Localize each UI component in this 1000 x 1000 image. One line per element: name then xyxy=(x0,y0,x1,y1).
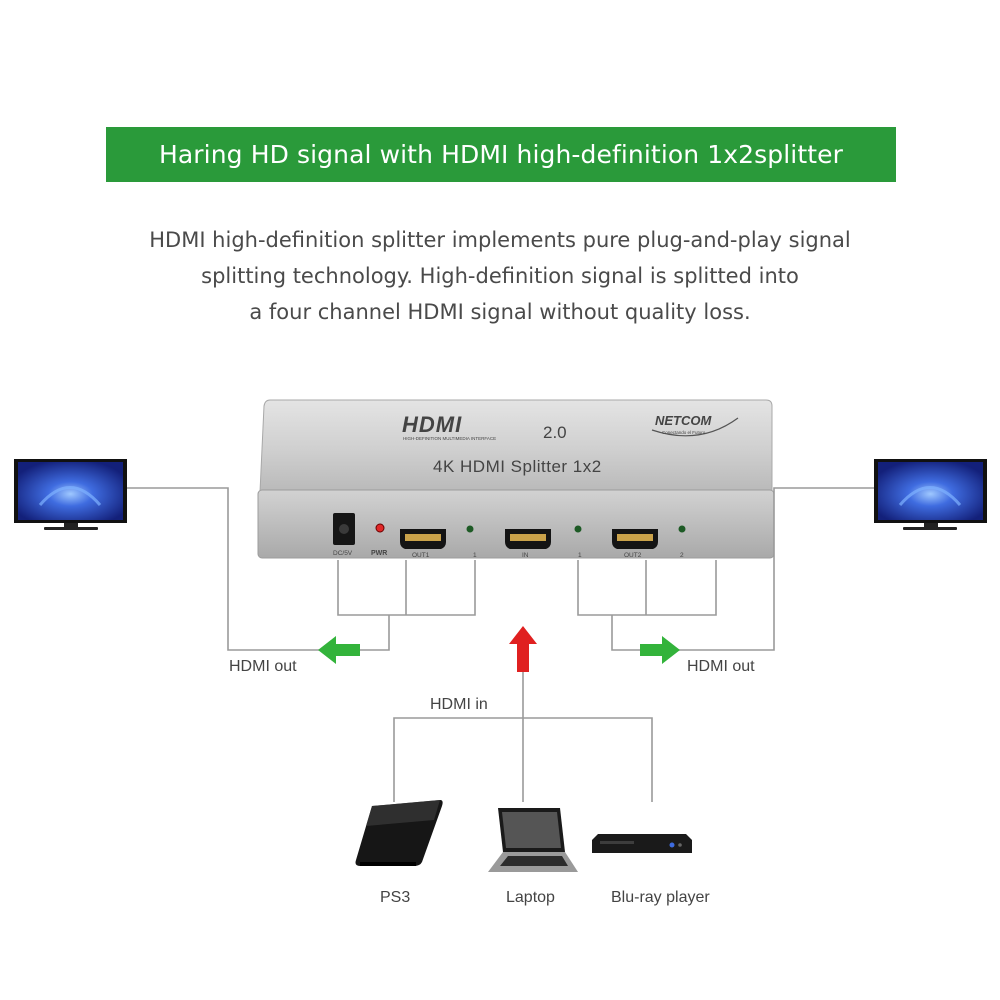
dc-label: DC/5V xyxy=(333,550,353,557)
description-line-1: HDMI high-definition splitter implements… xyxy=(149,228,851,252)
out2-led xyxy=(678,525,686,533)
out1-led xyxy=(466,525,474,533)
in-led xyxy=(574,525,582,533)
laptop-icon xyxy=(488,808,578,872)
in-label: IN xyxy=(522,552,529,559)
out2-label: OUT2 xyxy=(624,552,642,559)
power-led xyxy=(375,523,385,533)
out1-port xyxy=(400,529,446,549)
hdmi-logo-tagline: HIGH-DEFINITION MULTIMEDIA INTERFACE xyxy=(403,436,496,441)
hdmi-out-left-label: HDMI out xyxy=(229,658,297,675)
led-in-label: 1 xyxy=(578,552,582,559)
hdmi-in-arrow xyxy=(509,626,537,672)
brand-swoosh xyxy=(651,417,739,437)
blu-ray-player-icon xyxy=(592,834,692,853)
brand-logo: NETCOM xyxy=(655,413,713,428)
description: HDMI high-definition splitter implements… xyxy=(60,222,940,330)
hdmi-logo: HDMI xyxy=(402,412,462,437)
ps3-console-icon xyxy=(355,800,443,866)
hdmi-version: 2.0 xyxy=(543,423,567,442)
laptop-label: Laptop xyxy=(506,889,555,906)
device-model: 4K HDMI Splitter 1x2 xyxy=(433,457,602,476)
hdmi-splitter-device: HDMI HIGH-DEFINITION MULTIMEDIA INTERFAC… xyxy=(257,399,775,559)
hdmi-in-label: HDMI in xyxy=(430,696,488,713)
hdmi-out-right-label: HDMI out xyxy=(687,658,755,675)
description-line-3: a four channel HDMI signal without quali… xyxy=(249,300,751,324)
out2-port xyxy=(612,529,658,549)
out1-label: OUT1 xyxy=(412,552,430,559)
brand-tagline: Conectando el Futuro xyxy=(662,430,706,435)
led1-label: 1 xyxy=(473,552,477,559)
description-line-2: splitting technology. High-definition si… xyxy=(201,264,799,288)
ps3-label: PS3 xyxy=(380,889,410,906)
banner-title: Haring HD signal with HDMI high-definiti… xyxy=(158,140,844,169)
hdmi-out-right-arrow xyxy=(640,636,680,664)
led2-label: 2 xyxy=(680,552,684,559)
blu-ray-player-label: Blu-ray player xyxy=(611,889,710,906)
hdmi-out-left-arrow xyxy=(318,636,360,664)
title-banner: Haring HD signal with HDMI high-definiti… xyxy=(106,127,896,182)
in-port xyxy=(505,529,551,549)
connection-wires xyxy=(126,487,874,802)
pwr-label: PWR xyxy=(371,550,387,557)
left-monitor-icon xyxy=(14,459,127,530)
right-monitor-icon xyxy=(874,459,987,530)
